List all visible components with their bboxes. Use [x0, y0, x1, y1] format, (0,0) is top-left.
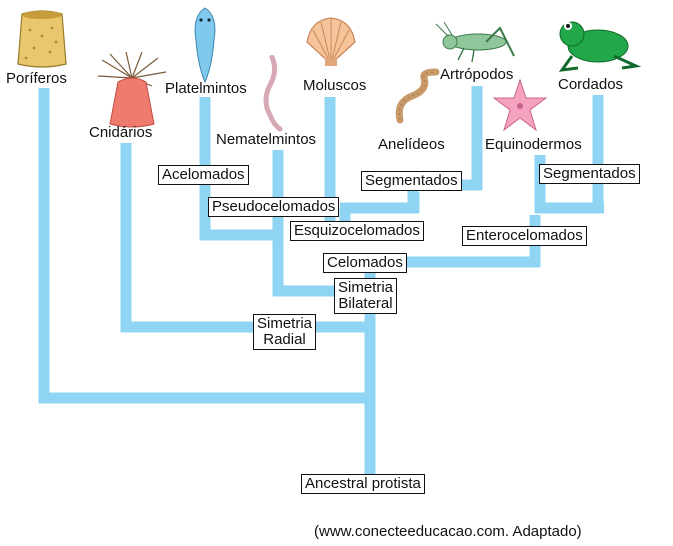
simetria-radial-line-1: Simetria [257, 316, 312, 332]
esquizocelomados-box: Esquizocelomados [290, 221, 424, 241]
acelomados-box: Acelomados [158, 165, 249, 185]
nematelmintos-label: Nematelmintos [216, 132, 316, 148]
poriferos-label: Poríferos [6, 71, 67, 87]
frog-icon [552, 16, 642, 72]
simetria-radial-box: Simetria Radial [253, 314, 316, 350]
cnidarios-label: Cnidários [89, 125, 152, 141]
platelmintos-label: Platelmintos [165, 81, 247, 97]
segmentados-box-1: Segmentados [361, 171, 462, 191]
sponge-icon [16, 10, 68, 68]
ancestral-protista-box: Ancestral protista [301, 474, 425, 494]
anelideos-label: Anelídeos [378, 137, 445, 153]
sea-anemone-icon [96, 52, 168, 128]
roundworm-icon [258, 55, 284, 133]
starfish-icon [492, 78, 548, 134]
flatworm-icon [190, 6, 220, 84]
simetria-bilateral-box: Simetria Bilateral [334, 278, 397, 314]
enterocelomados-box: Enterocelomados [462, 226, 587, 246]
celomados-box: Celomados [323, 253, 407, 273]
simetria-bilateral-line-1: Simetria [338, 280, 393, 296]
moluscos-label: Moluscos [303, 78, 366, 94]
simetria-radial-line-2: Radial [257, 332, 312, 348]
segmentados-box-2: Segmentados [539, 164, 640, 184]
cordados-label: Cordados [558, 77, 623, 93]
pseudocelomados-box: Pseudocelomados [208, 197, 339, 217]
grasshopper-icon [434, 20, 516, 64]
artropodos-label: Artrópodos [440, 67, 513, 83]
source-credit: (www.conecteeducacao.com. Adaptado) [314, 523, 582, 540]
simetria-bilateral-line-2: Bilateral [338, 296, 393, 312]
equinodermos-label: Equinodermos [485, 137, 582, 153]
shell-icon [303, 16, 359, 68]
earthworm-icon [394, 68, 444, 124]
